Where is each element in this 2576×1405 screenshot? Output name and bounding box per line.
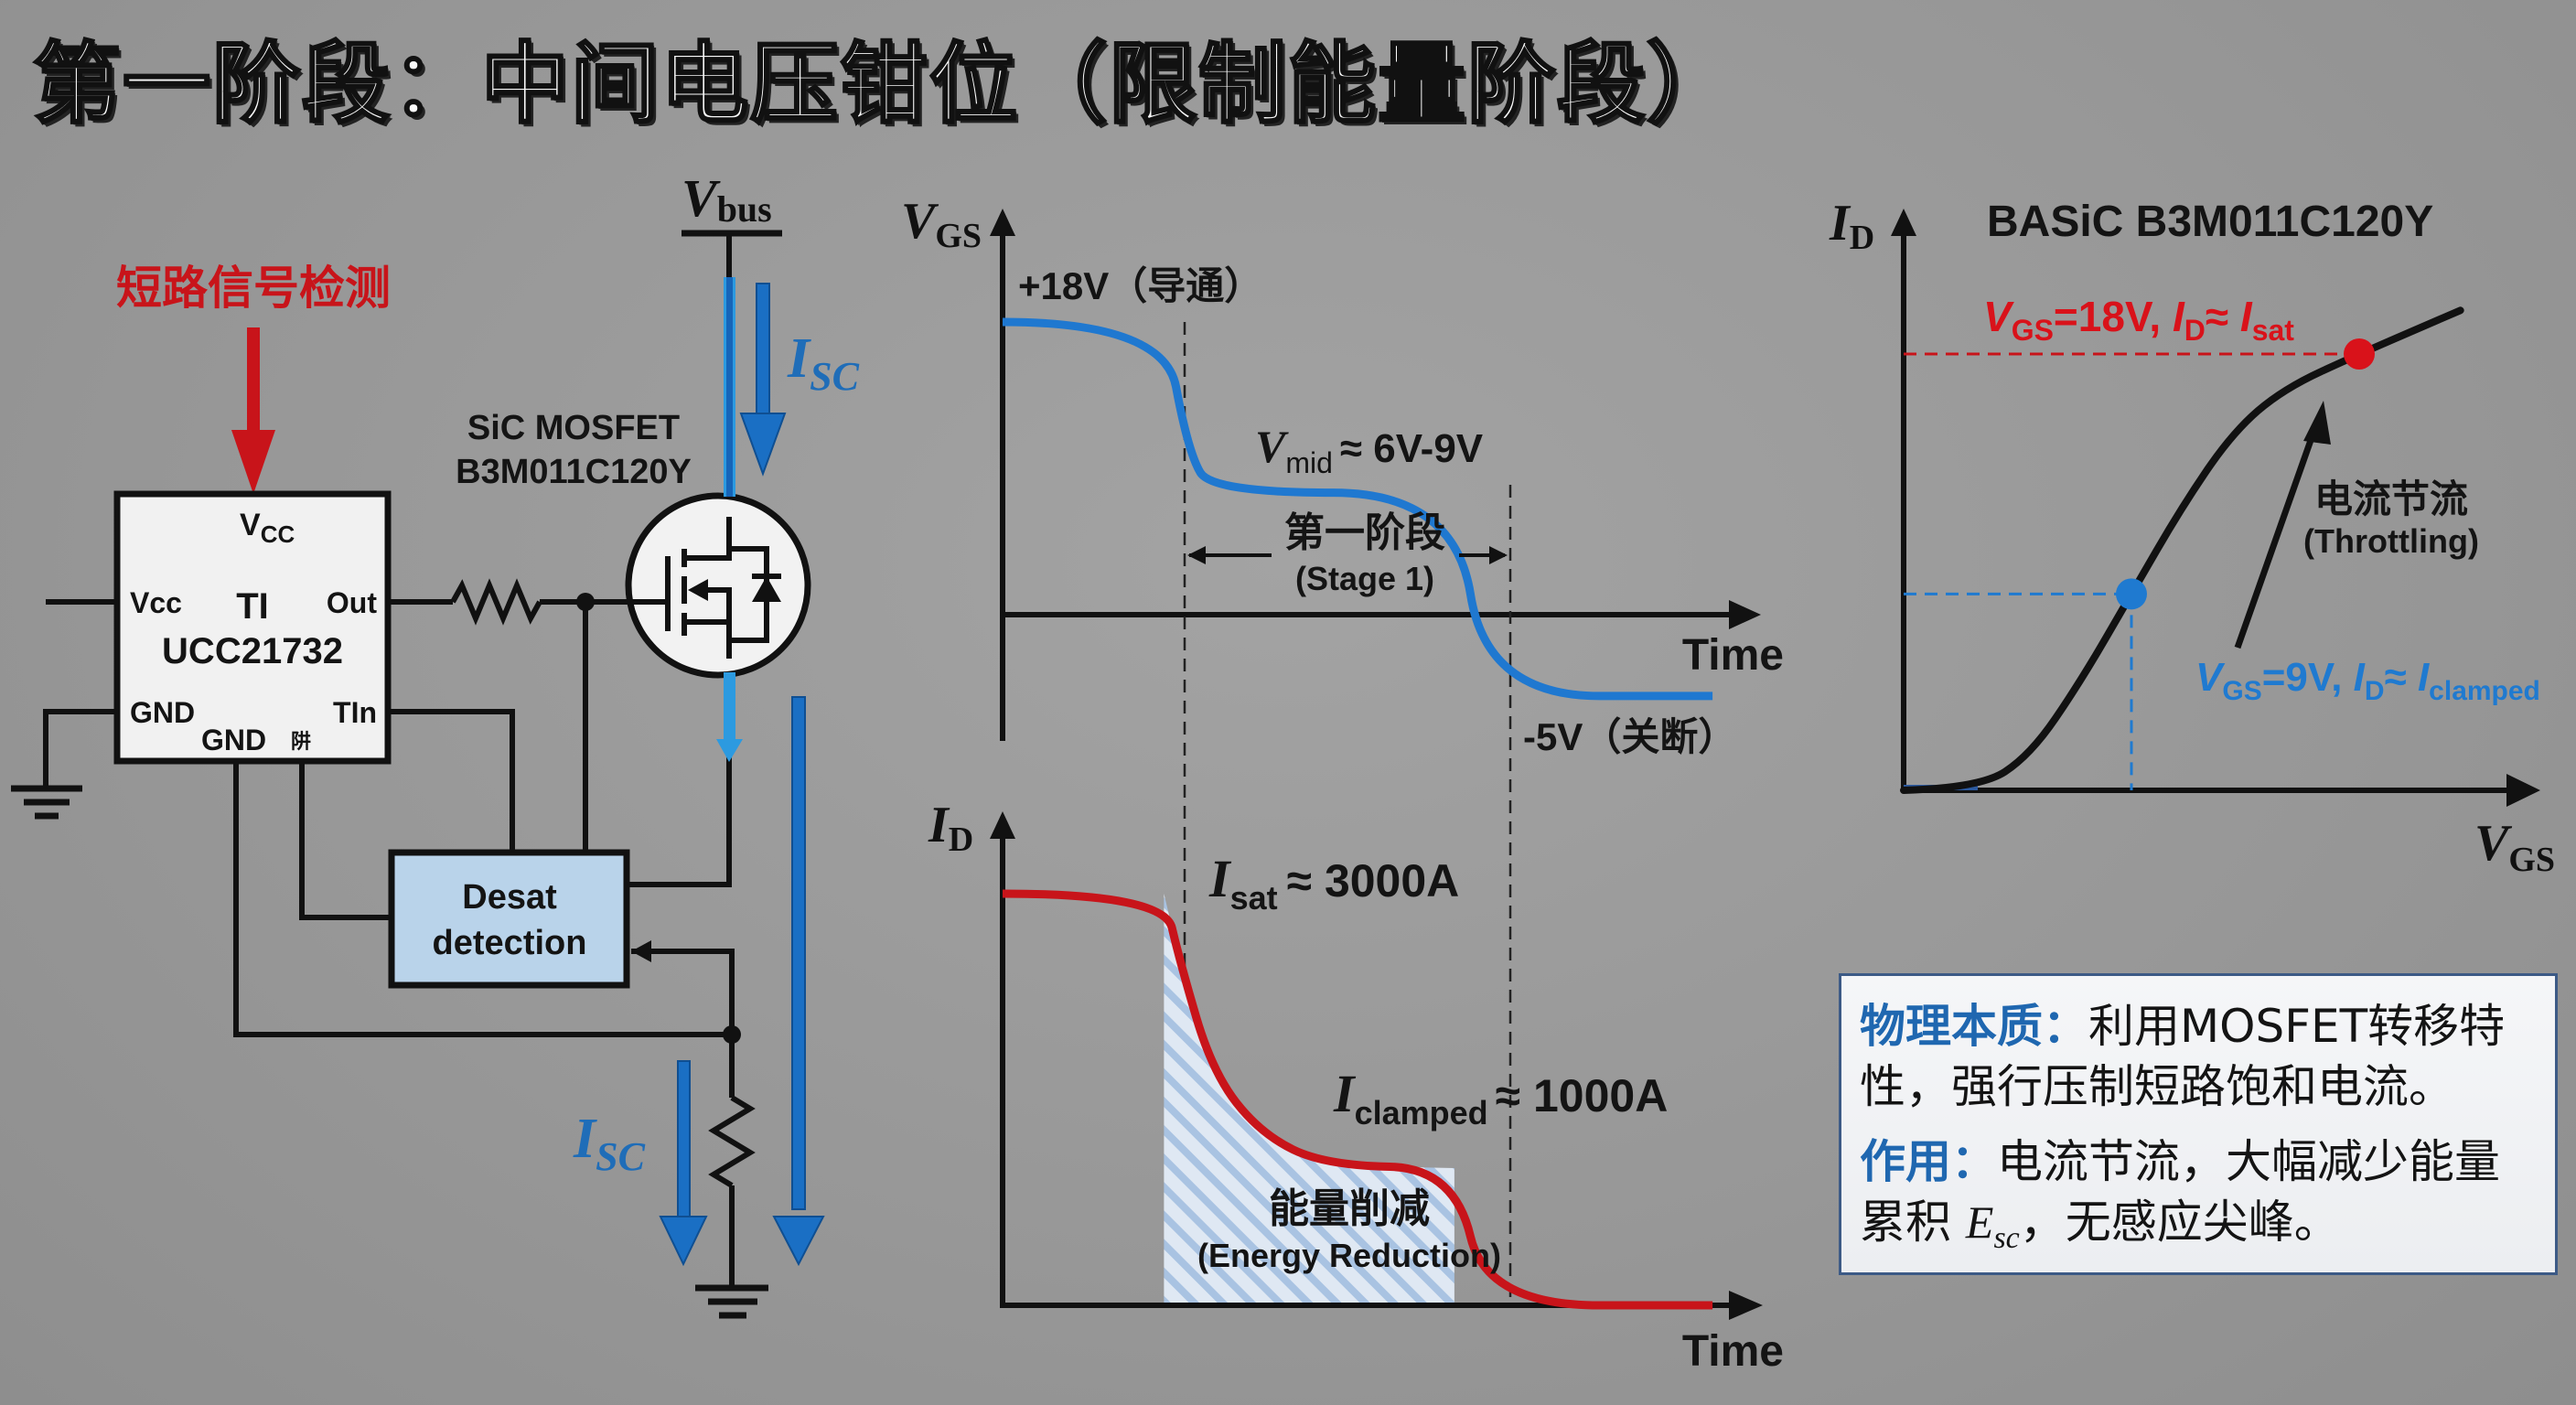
isc-label-bottom: ISC (573, 1108, 646, 1179)
isc-arrow-long (772, 696, 825, 1267)
gate-resistor (450, 578, 542, 626)
vgs-y-label: VGS (901, 193, 982, 255)
vgs-x-axis-arrow (1729, 600, 1761, 629)
chip-pin-gnd: GND (130, 696, 195, 729)
chip-garbled-glyph: 阱 (291, 730, 311, 753)
chip-pin-gnd-bottom: GND (201, 724, 266, 756)
mosfet-label-part: B3M011C120Y (456, 453, 692, 491)
ground-icon (695, 1284, 768, 1319)
vgs-off-level-label: -5V（关断） (1523, 715, 1736, 758)
isc-label-top: ISC (787, 327, 860, 399)
vbus-label: Vbus (682, 168, 772, 230)
tc-x-label: VGS (2474, 815, 2555, 879)
mosfet-label-type: SiC MOSFET (467, 409, 680, 447)
id-time-chart: ID Time Isat≈ 3000A Iclamped≈ 1000A 能量削减… (928, 797, 1784, 1376)
stage-1-span (1187, 546, 1508, 564)
desat-input-arrow (631, 940, 651, 962)
vgs-on-level-label: +18V（导通） (1018, 264, 1262, 307)
gate-junction-dot (576, 593, 595, 611)
sat-point-marker (2344, 338, 2375, 370)
vmid-label: Vmid≈ 6V-9V (1255, 421, 1484, 479)
effect-key: 作用： (1860, 1135, 1997, 1188)
page-title: 第一阶段：中间电压钳位（限制能量阶段） (32, 32, 1736, 137)
physics-essence-paragraph: 物理本质：利用MOSFET转移特性，强行压制短路饱和电流。 (1860, 996, 2537, 1117)
source-junction-dot (723, 1025, 741, 1044)
energy-reduction-label-cn: 能量削减 (1269, 1186, 1430, 1231)
id-y-axis-arrow (990, 811, 1015, 839)
id-y-label: ID (928, 797, 973, 859)
chip-pin-out: Out (327, 586, 377, 619)
chip-top-pin: VCC (240, 508, 295, 548)
chip-pin-tin: TIn (333, 696, 377, 729)
stage-1-label-en: (Stage 1) (1295, 560, 1434, 597)
desat-label-line2: detection (433, 924, 587, 962)
vgs-y-axis-arrow (990, 209, 1015, 236)
clamped-point-label: VGS=9V, ID≈ Iclamped (2195, 655, 2540, 706)
effect-text-a: 电流节流，大幅减少能量累积 (1860, 1135, 2500, 1249)
mosfet-icon (625, 492, 811, 679)
chip-part-number: UCC21732 (162, 631, 343, 671)
tc-x-axis-arrow (2506, 774, 2540, 807)
tc-y-axis-arrow (1891, 209, 1916, 236)
id-x-label: Time (1682, 1327, 1784, 1376)
circuit: 短路信号检测 VCC Vcc TI UCC21732 Out GND TIn G… (11, 168, 860, 1319)
chip-vendor: TI (236, 586, 269, 627)
isat-label: Isat≈ 3000A (1208, 849, 1459, 917)
throttling-label-en: (Throttling) (2303, 522, 2479, 560)
id-series-line (1002, 889, 1713, 1310)
chip-pin-vcc: Vcc (130, 586, 182, 619)
clamped-point-marker (2116, 578, 2147, 610)
tc-y-label: ID (1829, 195, 1874, 257)
physics-essence-key: 物理本质： (1860, 1000, 2088, 1053)
throttling-label-cn: 电流节流 (2314, 477, 2468, 520)
short-circuit-detect-label: 短路信号检测 (116, 262, 391, 315)
effect-text-b: ，无感应尖峰。 (2019, 1196, 2340, 1249)
desat-detection-block (388, 849, 630, 989)
ground-icon (11, 785, 82, 820)
vgs-time-chart: VGS Time +18V（导通） Vmid≈ 6V-9V -5V（关断） 第一… (901, 193, 1784, 1308)
sense-resistor (708, 1095, 756, 1188)
isc-arrow-top (739, 283, 787, 477)
stage-1-label-cn: 第一阶段 (1284, 510, 1445, 555)
source-current-trace (724, 672, 735, 745)
id-x-axis-arrow (1729, 1291, 1763, 1320)
energy-reduction-label-en: (Energy Reduction) (1197, 1237, 1501, 1274)
isc-arrow-bottom (659, 1060, 708, 1267)
transfer-curve (1900, 306, 2464, 794)
tc-title: BASiC B3M011C120Y (1987, 198, 2433, 246)
red-signal-arrow (231, 327, 275, 494)
effect-paragraph: 作用：电流节流，大幅减少能量累积 Esc，无感应尖峰。 (1860, 1132, 2537, 1269)
esc-symbol: Esc (1965, 1196, 2020, 1255)
vgs-series-line (1002, 317, 1713, 701)
vgs-x-label: Time (1682, 631, 1784, 680)
explanation-box: 物理本质：利用MOSFET转移特性，强行压制短路饱和电流。 作用：电流节流，大幅… (1839, 973, 2558, 1275)
energy-reduction-area (1164, 894, 1454, 1305)
desat-label-line1: Desat (462, 878, 557, 917)
gate-driver-chip (113, 490, 392, 765)
physics-essence-text: 利用MOSFET转移特性，强行压制短路饱和电流。 (1860, 1000, 2506, 1113)
throttling-arrow (2234, 401, 2331, 649)
transfer-characteristic-chart: BASiC B3M011C120Y ID VGS 电流节流 (Throttlin… (1829, 195, 2555, 879)
iclamped-label: Iclamped≈ 1000A (1333, 1064, 1668, 1132)
sat-point-label: VGS=18V, ID≈ Isat (1983, 293, 2294, 347)
